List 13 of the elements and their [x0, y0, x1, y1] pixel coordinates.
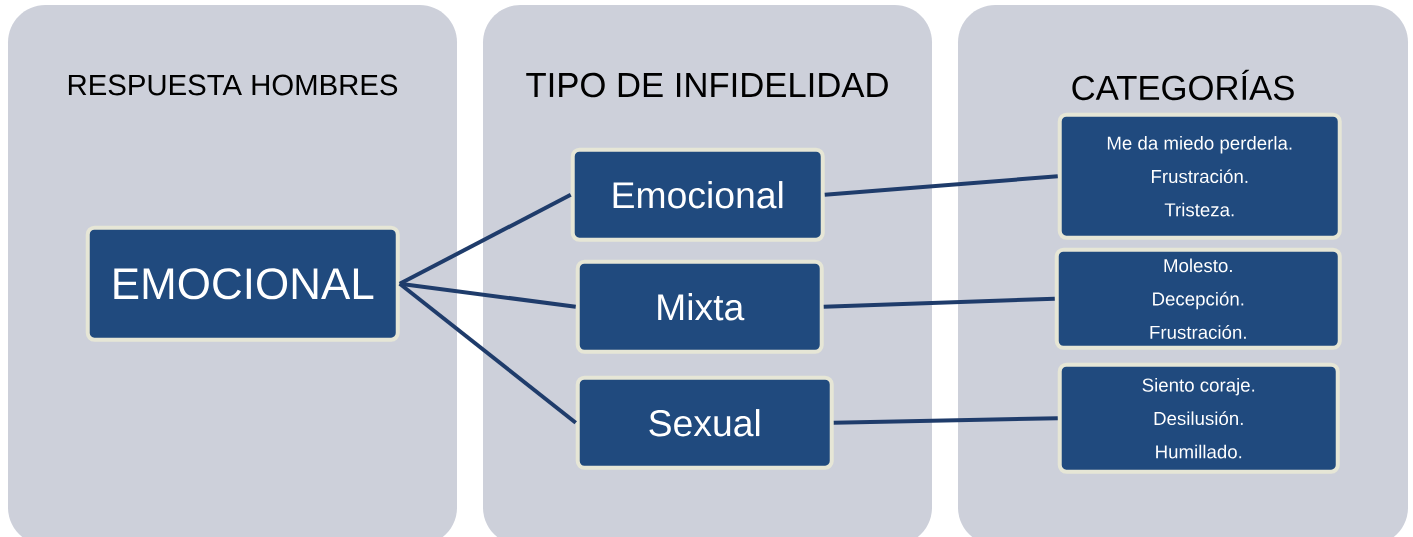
category-box: Molesto. Decepción. Frustración.: [1054, 247, 1342, 350]
connector-line: [833, 416, 1058, 425]
connector-line: [824, 174, 1058, 197]
connector-line: [398, 192, 572, 286]
process-box: Mixta: [575, 259, 824, 354]
connector-line: [823, 296, 1055, 309]
process-box: Sexual: [575, 375, 834, 470]
connector-line: [399, 281, 576, 309]
process-box: EMOCIONAL: [85, 225, 400, 342]
category-box: Siento coraje. Desilusión. Humillado.: [1057, 362, 1340, 474]
connector-line: [398, 282, 577, 425]
category-box: Me da miedo perderla. Frustración. Tristeza.: [1057, 112, 1342, 240]
process-box: Emocional: [570, 147, 825, 242]
